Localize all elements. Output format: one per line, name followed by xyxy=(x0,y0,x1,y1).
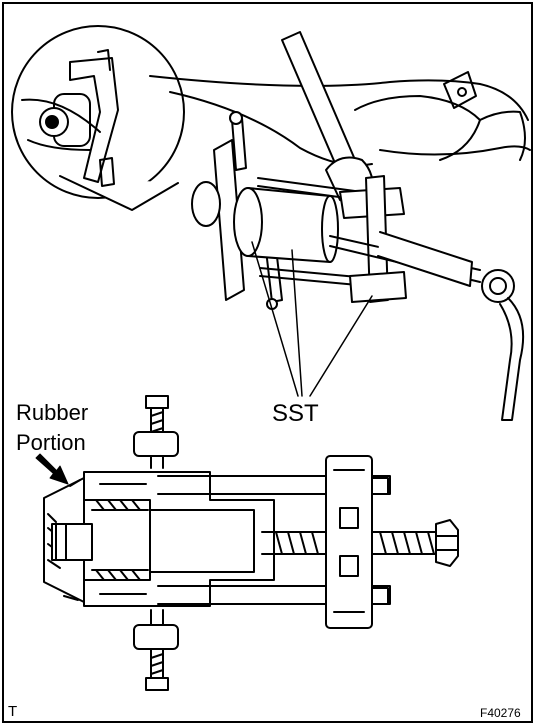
lower-cross-section xyxy=(43,395,459,691)
sst-label: SST xyxy=(272,400,319,427)
rubber-portion-label-line2: Portion xyxy=(16,430,86,455)
upper-assembly xyxy=(149,31,531,421)
sst-leader-lines xyxy=(251,241,373,397)
rubber-portion-label-line1: Rubber xyxy=(16,400,89,425)
rubber-portion-arrow xyxy=(35,453,69,485)
figure-code: F40276 xyxy=(480,706,521,720)
corner-code: T xyxy=(8,703,18,720)
detail-magnifier xyxy=(11,25,185,211)
